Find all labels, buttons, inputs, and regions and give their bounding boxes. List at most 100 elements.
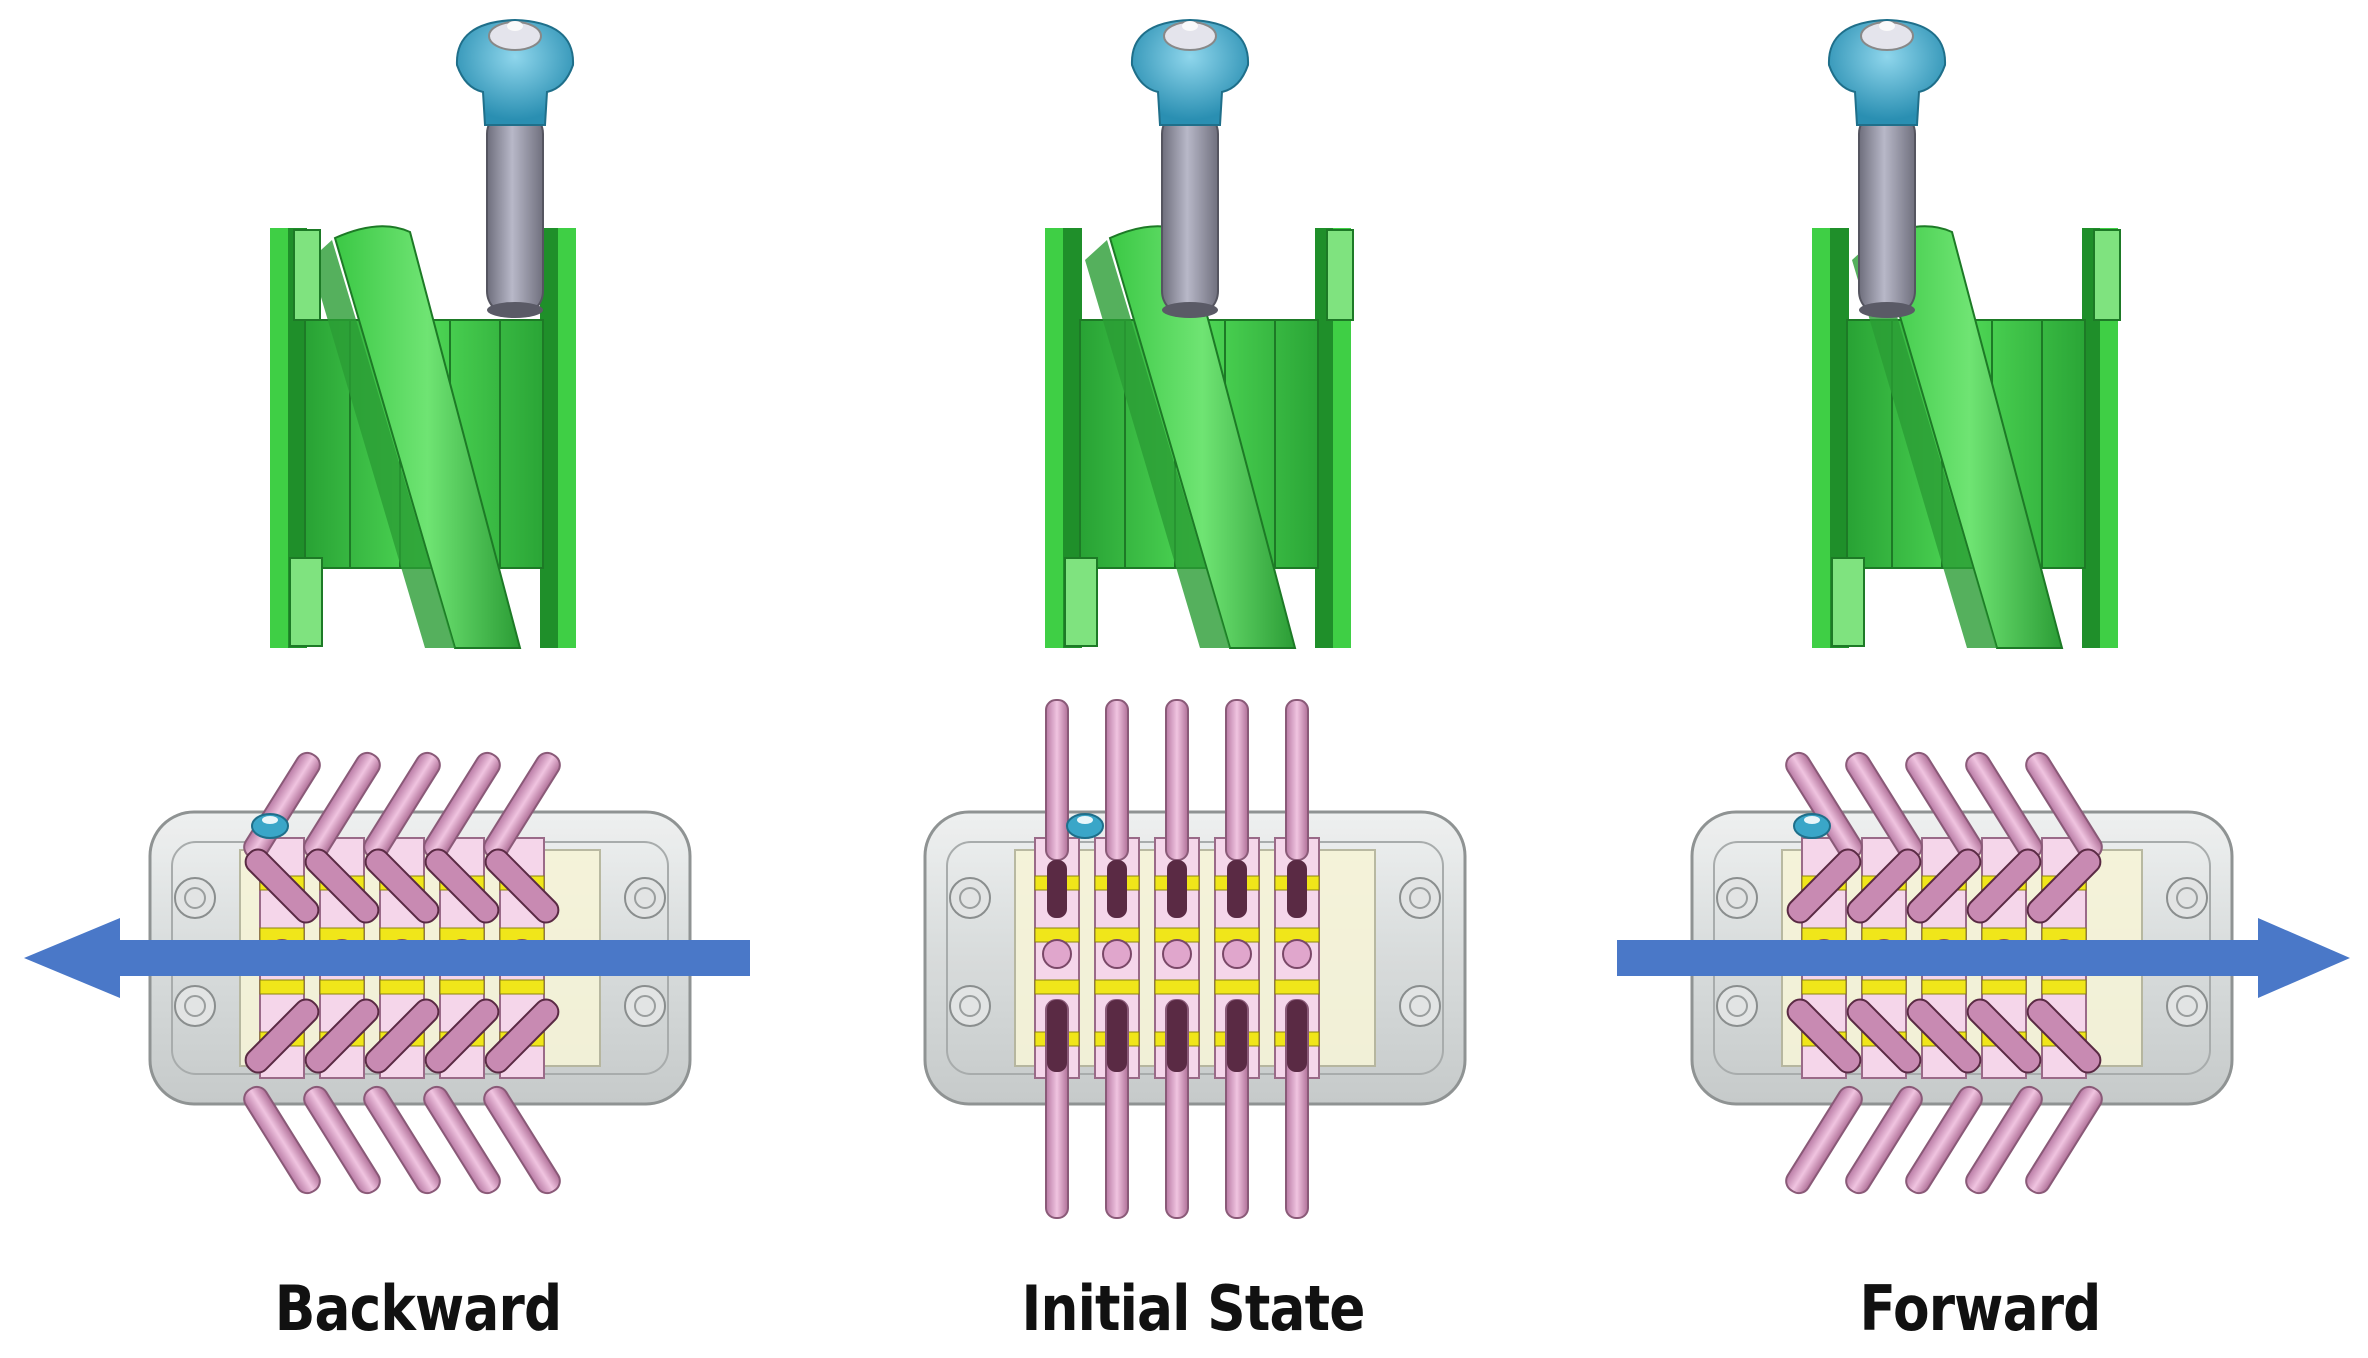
pin-mechanism-icon: [923, 699, 1467, 1219]
housing-screw-inner: [634, 887, 656, 909]
cam-right-flange-face: [2100, 228, 2118, 648]
stripe-yellow: [1861, 979, 1907, 995]
housing-screw: [1399, 985, 1441, 1027]
housing-screw: [624, 877, 666, 919]
pin-rod-inner: [1227, 860, 1247, 918]
housing-screw: [1399, 877, 1441, 919]
cam-right-flange: [2082, 228, 2104, 648]
stripe-yellow: [379, 979, 425, 995]
pin-rod-inner: [364, 848, 440, 924]
arrow-shaft: [115, 940, 750, 976]
pin-rod-inner: [484, 998, 560, 1074]
cam-left-flange-face: [1812, 228, 1830, 648]
pin-rod: [1785, 1085, 1863, 1195]
stripe-yellow: [1214, 979, 1260, 995]
housing-screw-inner: [1409, 887, 1431, 909]
pin-rod-inner: [1786, 998, 1862, 1074]
pin-rod: [483, 1085, 561, 1195]
housing-screw: [2166, 985, 2208, 1027]
knob-shaft-end: [1162, 302, 1218, 318]
pin-rod-inner: [1107, 1000, 1127, 1072]
knob-shaft-end: [487, 302, 543, 318]
pin-rod: [243, 1085, 321, 1195]
pin-rod-inner: [1287, 860, 1307, 918]
pin-rod-inner: [244, 848, 320, 924]
stripe-yellow: [2041, 979, 2087, 995]
pin-rod-inner: [1047, 1000, 1067, 1072]
pin-rod-inner: [1287, 1000, 1307, 1072]
housing-screw-inner: [184, 995, 206, 1017]
panel-forward: [1617, 18, 2350, 1195]
stripe-yellow: [319, 979, 365, 995]
cam-helix-edge: [1085, 240, 1230, 648]
cam-notch-top: [1326, 229, 1354, 321]
stripe-yellow: [1801, 979, 1847, 995]
housing-screw: [624, 985, 666, 1027]
knob-icon: [455, 18, 575, 318]
indicator-dot-highlight: [262, 816, 278, 824]
indicator-dot-highlight: [1804, 816, 1820, 824]
pin-rod-inner: [1786, 848, 1862, 924]
pin-rod: [1965, 1085, 2043, 1195]
housing-screw-inner: [959, 887, 981, 909]
knob-icon: [1827, 18, 1947, 318]
cam-notch-bottom: [1064, 557, 1098, 647]
housing-screw: [174, 877, 216, 919]
cam-right-flange-face: [1333, 228, 1351, 648]
pin-rod: [1165, 699, 1189, 861]
cam-right-flange: [540, 228, 562, 648]
knob-shaft: [486, 109, 544, 316]
housing-screw-inner: [2176, 995, 2198, 1017]
housing-screw: [949, 985, 991, 1027]
pin-rod-inner: [244, 998, 320, 1074]
knob-icon: [1130, 18, 1250, 318]
pin-rod-inner: [304, 998, 380, 1074]
arrow-head: [24, 918, 120, 998]
housing-screw-inner: [1726, 887, 1748, 909]
knob-cap: [1130, 18, 1250, 126]
housing-screw-inner: [634, 995, 656, 1017]
pin-rod: [1045, 699, 1069, 861]
panel-backward: [24, 18, 750, 1195]
pin-pivot: [1102, 939, 1132, 969]
cam-right-flange: [1315, 228, 1337, 648]
stripe-yellow: [1274, 979, 1320, 995]
knob-cap-center: [1879, 21, 1895, 31]
caption-backward: Backward: [274, 1272, 562, 1345]
pin-pivot: [1222, 939, 1252, 969]
pin-rod-inner: [1047, 860, 1067, 918]
pin-rod-inner: [1906, 848, 1982, 924]
housing-screw-inner: [959, 995, 981, 1017]
arrow-head: [2258, 918, 2350, 998]
cam-notch-bottom: [289, 557, 323, 647]
pin-rod: [1845, 1085, 1923, 1195]
pin-rod: [363, 1085, 441, 1195]
cam-notch-bottom: [1831, 557, 1865, 647]
cam-helix-edge: [310, 240, 455, 648]
cam-icon: [270, 225, 576, 649]
pin-rod: [423, 1085, 501, 1195]
pin-rod: [1225, 699, 1249, 861]
pin-rod-inner: [1846, 998, 1922, 1074]
cam-icon: [1812, 225, 2121, 649]
pin-pivot: [1042, 939, 1072, 969]
indicator-dot-highlight: [1077, 816, 1093, 824]
pin-rod-inner: [1966, 848, 2042, 924]
pin-rod: [1105, 699, 1129, 861]
pin-rod-inner: [1906, 998, 1982, 1074]
indicator-dot: [1066, 813, 1104, 839]
stripe-yellow: [1094, 979, 1140, 995]
pin-rod-inner: [1846, 848, 1922, 924]
knob-shaft: [1161, 109, 1219, 316]
housing-screw-inner: [2176, 887, 2198, 909]
knob-cap-center: [1182, 21, 1198, 31]
pin-pivot: [1162, 939, 1192, 969]
pin-rod-inner: [484, 848, 560, 924]
pin-rod: [1285, 699, 1309, 861]
pin-rod-inner: [1966, 998, 2042, 1074]
pin-rod-inner: [2026, 848, 2102, 924]
caption-initial-state: Initial State: [1021, 1272, 1365, 1345]
stripe-yellow: [1981, 979, 2027, 995]
cam-icon: [1045, 225, 1354, 649]
